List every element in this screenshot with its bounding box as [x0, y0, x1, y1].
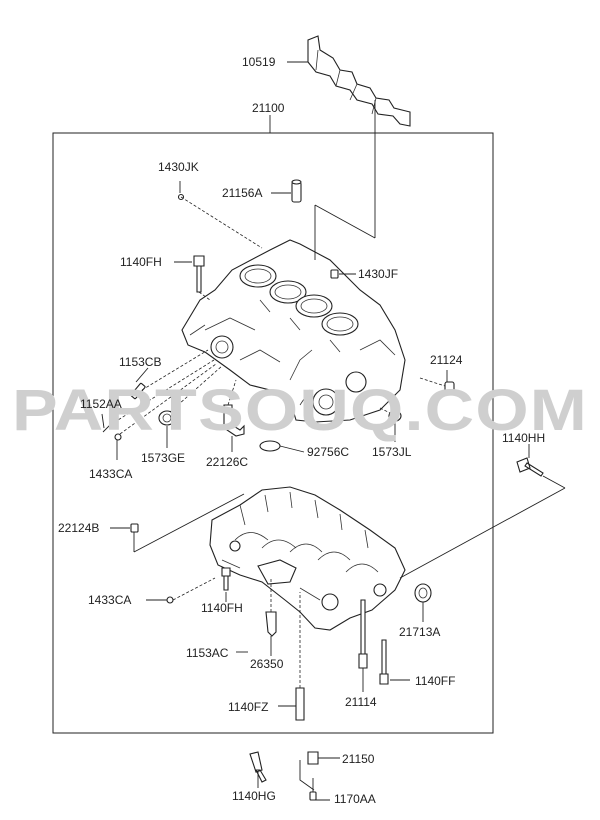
label-22124B[interactable]: 22124B [58, 521, 99, 535]
label-1152AA[interactable]: 1152AA [80, 397, 122, 411]
label-21100[interactable]: 21100 [252, 101, 285, 115]
label-1430JK[interactable]: 1430JK [158, 160, 199, 174]
label-1430JF[interactable]: 1430JF [358, 267, 398, 281]
part-1140FH-bot-bolt[interactable] [221, 567, 231, 591]
leader-lines [101, 61, 566, 801]
label-1140FZ[interactable]: 1140FZ [228, 700, 268, 714]
label-1573JL[interactable]: 1573JL [372, 445, 412, 459]
part-21156A-dowel[interactable] [291, 179, 302, 203]
cylinder-block-upper[interactable] [181, 239, 406, 423]
part-26350-oil-jet[interactable] [265, 611, 277, 637]
assembly-frame [52, 132, 494, 734]
label-21150[interactable]: 21150 [342, 752, 375, 766]
part-1140HG-bolt[interactable] [249, 751, 267, 783]
label-1140FH-top[interactable]: 1140FH [120, 255, 162, 269]
part-1153CB-plug[interactable] [130, 382, 146, 400]
crankcase-lower[interactable] [209, 486, 406, 631]
part-1140HH-bolt[interactable] [516, 457, 544, 477]
label-1153CB[interactable]: 1153CB [119, 355, 161, 369]
label-1140FF[interactable]: 1140FF [415, 674, 455, 688]
label-92756C[interactable]: 92756C [307, 445, 349, 459]
part-22126C-pipe[interactable] [223, 404, 245, 437]
label-21156A[interactable]: 21156A [222, 186, 262, 200]
part-1170AA-bolt[interactable] [309, 791, 317, 801]
part-22124B-plug[interactable] [130, 523, 139, 533]
part-21124-plug[interactable] [444, 381, 455, 393]
part-21114-bolt[interactable] [358, 599, 368, 669]
label-1140FH-bot[interactable]: 1140FH [201, 601, 243, 615]
label-21114[interactable]: 21114 [345, 695, 377, 709]
part-1430JF-pin[interactable] [330, 269, 339, 279]
label-1573GE[interactable]: 1573GE [141, 451, 185, 465]
watermark-text: PARTSOUQ.COM [12, 378, 588, 443]
part-21713A-seal[interactable] [414, 583, 432, 603]
part-1140FH-top-bolt[interactable] [193, 255, 205, 293]
label-1140HG[interactable]: 1140HG [232, 789, 276, 803]
part-1152AA-pin[interactable] [102, 424, 111, 433]
part-10519-bracket[interactable] [307, 35, 411, 127]
part-1433CA-bot-plug[interactable] [166, 596, 174, 604]
label-26350[interactable]: 26350 [250, 657, 284, 671]
label-21713A[interactable]: 21713A [399, 625, 440, 639]
label-1433CA-bot[interactable]: 1433CA [88, 593, 131, 607]
part-1433CA-top-plug[interactable] [114, 433, 122, 441]
label-1140HH[interactable]: 1140HH [502, 431, 545, 445]
label-21124[interactable]: 21124 [430, 353, 463, 367]
label-22126C[interactable]: 22126C [206, 455, 248, 469]
part-1573GE-seal[interactable] [158, 410, 176, 426]
part-21150-oil-pan-bracket[interactable] [299, 751, 319, 791]
part-labels: 10519 21100 1430JK 21156A 1140FH 1430JF … [58, 55, 545, 806]
label-1153AC[interactable]: 1153AC [186, 646, 229, 660]
label-1433CA-top[interactable]: 1433CA [89, 467, 132, 481]
part-1573JL-seal[interactable] [388, 410, 402, 422]
part-1140FZ-bolt[interactable] [295, 687, 305, 721]
label-10519[interactable]: 10519 [242, 55, 276, 69]
label-1170AA[interactable]: 1170AA [334, 792, 376, 806]
part-1140FF-bolt[interactable] [379, 639, 389, 685]
